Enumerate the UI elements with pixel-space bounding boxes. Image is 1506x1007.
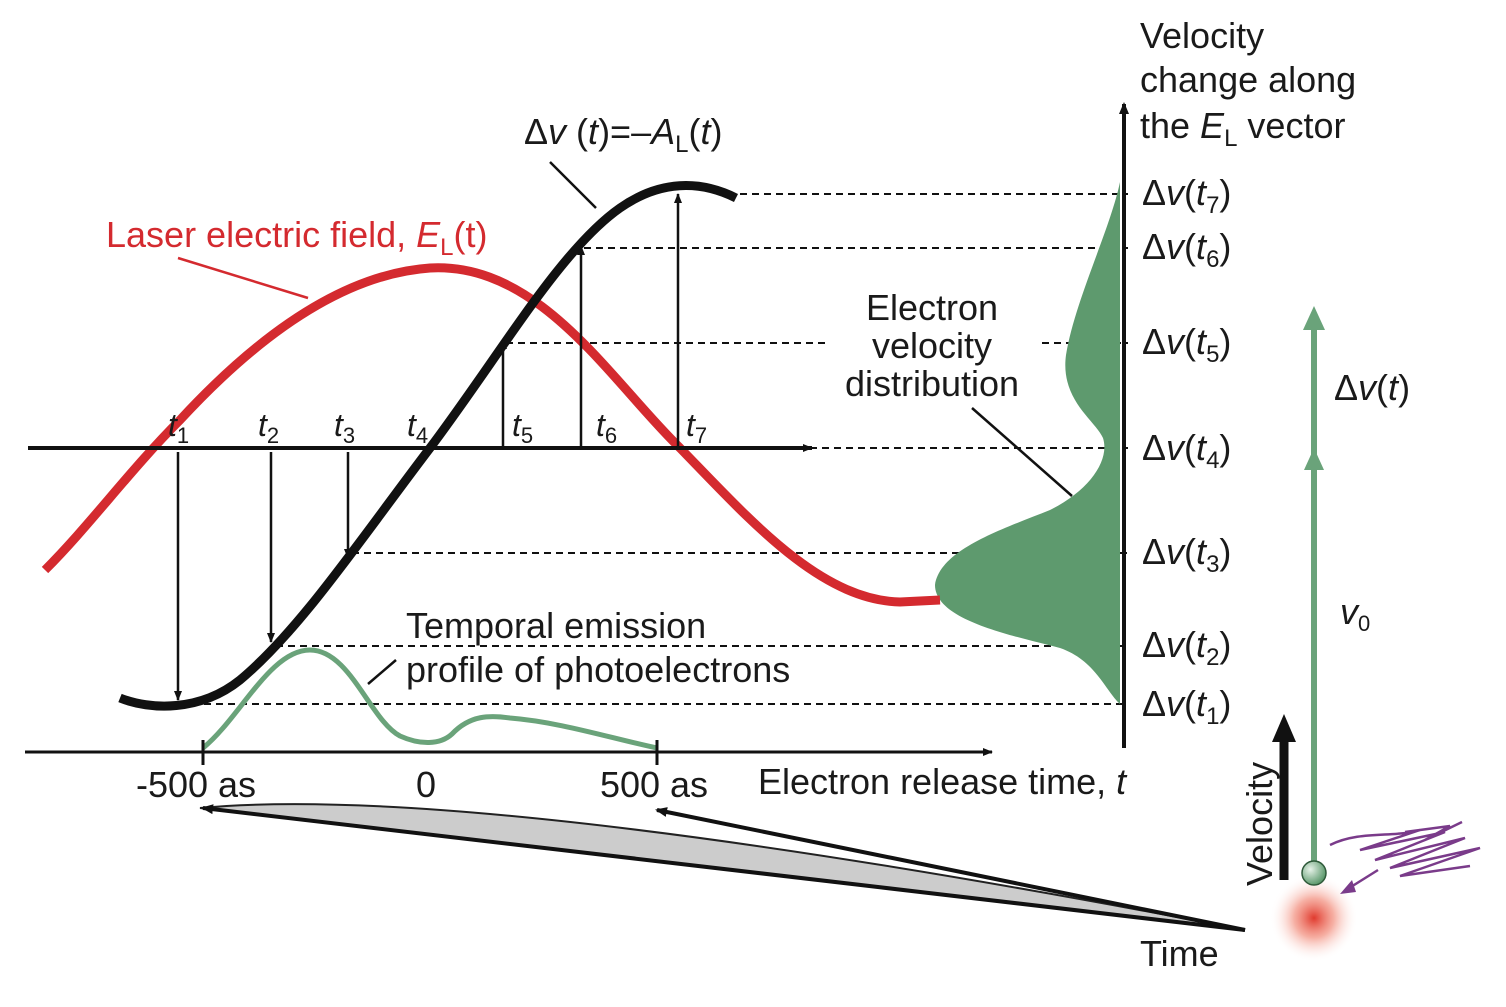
laser-field-label: Laser electric field, EL(t) <box>106 214 488 261</box>
funnel-arrow-left <box>201 804 1246 932</box>
time-label-t5: t5 <box>512 407 533 448</box>
emission-profile-curve <box>201 647 658 751</box>
funnel-arrow-right <box>655 807 1246 932</box>
dv-arrowhead <box>1303 306 1325 330</box>
velocity-axis-title-3: the EL vector <box>1140 105 1345 152</box>
tick-label-plus-500: 500 as <box>600 764 708 805</box>
time-label-t4: t4 <box>407 407 428 448</box>
dv-axis-labels: Δv(t7) Δv(t6) Δv(t5) Δv(t4) Δv(t3) Δv(t2… <box>1142 172 1231 730</box>
dv-label-t6: Δv(t6) <box>1142 226 1231 273</box>
velocity-arrowhead <box>1272 714 1296 742</box>
leader-dv <box>549 161 597 209</box>
time-label-t2: t2 <box>258 407 279 448</box>
projection-lines <box>180 193 1128 705</box>
distribution-label-3: distribution <box>845 363 1019 404</box>
leader-distribution <box>971 407 1073 497</box>
electron-ball <box>1301 860 1327 886</box>
leader-lines <box>177 161 1073 685</box>
dv-label-t4: Δv(t4) <box>1142 427 1231 474</box>
time-label-t7: t7 <box>686 407 707 448</box>
distribution-label-2: velocity <box>872 325 992 366</box>
tick-label-zero: 0 <box>416 764 436 805</box>
leader-profile <box>367 659 397 685</box>
velocity-axis-title-1: Velocity <box>1140 15 1264 56</box>
dv-t-label: Δv(t) <box>1334 367 1410 408</box>
time-label-t6: t6 <box>596 407 617 448</box>
tick-label-minus-500: -500 as <box>136 764 256 805</box>
dv-label-t3: Δv(t3) <box>1142 531 1231 578</box>
dv-label-t1: Δv(t1) <box>1142 683 1231 730</box>
time-label: Time <box>1140 933 1219 974</box>
v0-label: v0 <box>1340 591 1370 636</box>
velocity-axis-title-2: change along <box>1140 59 1356 100</box>
laser-field-curve <box>41 263 941 607</box>
electron-vector-group <box>1270 306 1481 962</box>
distribution-label-1: Electron <box>866 287 998 328</box>
velocity-small-label: Velocity <box>1239 762 1280 886</box>
release-axis-ticks <box>201 740 659 765</box>
dv-label-t5: Δv(t5) <box>1142 321 1231 368</box>
dv-equation-label: Δv (t)=–AL(t) <box>524 111 723 158</box>
profile-label-1: Temporal emission <box>406 605 706 646</box>
profile-label-2: profile of photoelectrons <box>406 649 790 690</box>
leader-laser <box>177 256 309 300</box>
pulse-arrowhead <box>1340 880 1356 894</box>
time-label-t3: t3 <box>334 407 355 448</box>
time-label-t1: t1 <box>168 407 189 448</box>
mapping-arrows <box>174 193 682 701</box>
atom-glow <box>1270 874 1358 962</box>
velocity-distribution <box>935 182 1120 704</box>
time-point-labels: t1 t2 t3 t4 t5 t6 t7 <box>168 407 707 448</box>
laser-pulse-wave <box>1329 820 1481 878</box>
dv-label-t7: Δv(t7) <box>1142 172 1231 219</box>
release-time-label: Electron release time, t <box>758 761 1128 802</box>
dv-label-t2: Δv(t2) <box>1142 624 1231 671</box>
